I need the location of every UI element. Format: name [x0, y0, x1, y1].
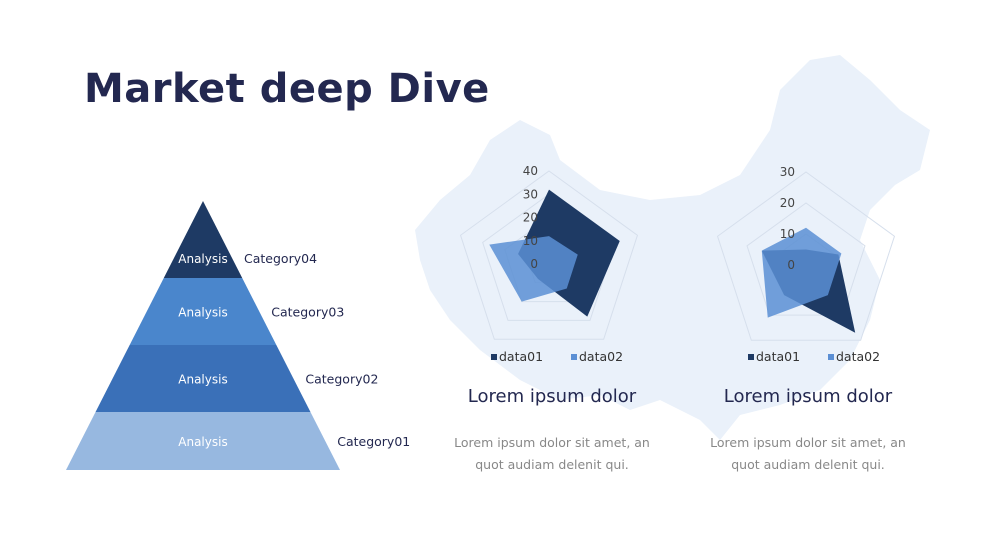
legend-label: data02	[836, 349, 880, 364]
panel-heading: Lorem ipsum dolor	[723, 386, 893, 407]
legend-swatch	[491, 354, 497, 360]
pyramid-layer	[95, 345, 311, 412]
radar-tick-label: 30	[780, 165, 795, 179]
radar-gridline	[459, 170, 639, 340]
legend-swatch	[828, 354, 834, 360]
pyramid-layer-label: Analysis	[178, 373, 227, 387]
pyramid-layer	[66, 412, 340, 470]
legend-label: data01	[756, 349, 800, 364]
pyramid-category-label: Category03	[271, 305, 344, 320]
radar-tick-label: 10	[780, 227, 795, 241]
radar-tick-label: 40	[523, 164, 538, 178]
legend-swatch	[748, 354, 754, 360]
radar-tick-label: 20	[780, 196, 795, 210]
radar-tick-label: 10	[523, 234, 538, 248]
pyramid-layer-label: Analysis	[178, 435, 227, 449]
pyramid-layer	[129, 278, 277, 345]
page-title: Market deep Dive	[84, 66, 490, 112]
pyramid-category-label: Category02	[305, 372, 378, 387]
radar-tick-label: 30	[523, 187, 538, 201]
pyramid-layer-label: Analysis	[178, 252, 227, 266]
pyramid-layer	[163, 201, 243, 278]
radar-tick-label: 0	[530, 257, 538, 271]
radar-series-data02	[761, 227, 842, 318]
radar-tick-label: 0	[787, 258, 795, 272]
pyramid-category-label: Category01	[337, 434, 410, 449]
radar-gridline	[716, 171, 896, 341]
radar-series-data02	[489, 236, 578, 302]
pyramid-layer-label: Analysis	[178, 306, 227, 320]
legend-swatch	[571, 354, 577, 360]
legend-label: data02	[579, 349, 623, 364]
panel-heading: Lorem ipsum dolor	[467, 386, 637, 407]
radar-tick-label: 20	[523, 211, 538, 225]
pyramid-category-label: Category04	[244, 251, 317, 266]
radar-gridline	[746, 202, 866, 316]
legend-label: data01	[499, 349, 543, 364]
